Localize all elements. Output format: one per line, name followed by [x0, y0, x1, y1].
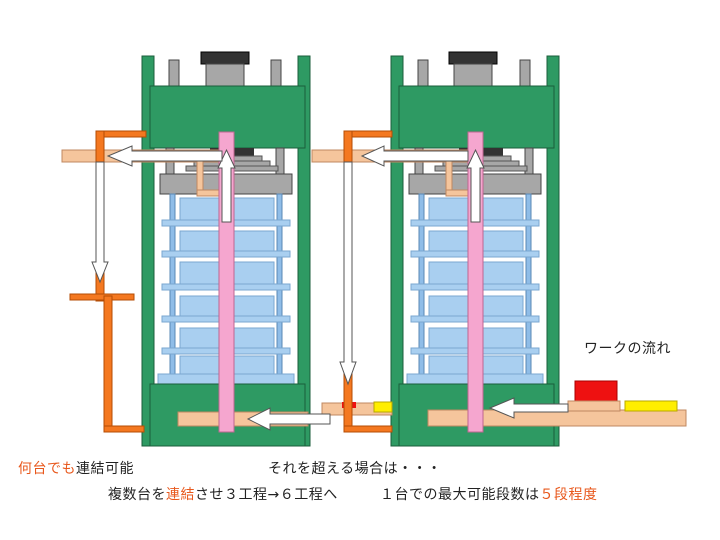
caption-left-line2-a: 複数台を	[108, 487, 166, 503]
caption-left-line1-highlight: 何台でも	[18, 461, 76, 477]
caption-right-line1-text: それを超える場合は・・・	[268, 461, 442, 477]
workpiece-pad	[567, 400, 621, 412]
caption-left-line1-rest: 連結可能	[76, 461, 134, 477]
left-arrow-icon	[106, 145, 223, 167]
guide-bracket	[445, 159, 453, 195]
caption-left-line2-b: させ３工程→６工程へ	[195, 487, 338, 503]
caption-left-line1: 何台でも連結可能	[18, 458, 134, 478]
down-arrow-icon	[339, 161, 357, 386]
press-1-rod	[168, 59, 180, 87]
guide-bracket	[196, 189, 220, 197]
press-2-rod-inner	[524, 147, 534, 177]
transfer-frame-left	[69, 130, 147, 433]
caption-right-line2-a: １台での最大可能段数は	[380, 487, 540, 503]
up-arrow-icon	[466, 148, 485, 223]
left-arrow-icon	[360, 145, 469, 167]
guide-bracket	[196, 159, 204, 195]
workpiece-yellow	[624, 400, 678, 412]
caption-right-line2-highlight: ５段程度	[539, 487, 598, 503]
workpiece-yellow-small	[373, 401, 393, 413]
guide-bracket	[445, 189, 469, 197]
press-1-cylinder	[205, 63, 245, 87]
press-2-rod	[519, 59, 531, 87]
caption-right-line1: それを超える場合は・・・	[268, 458, 442, 478]
press-2-cylinder-cap	[448, 51, 498, 65]
work-flow-label: ワークの流れ	[584, 341, 671, 357]
caption-right-line2: １台での最大可能段数は５段程度	[380, 484, 598, 504]
press-2-cylinder	[453, 63, 493, 87]
press-2-rod	[417, 59, 429, 87]
down-arrow-icon	[91, 161, 109, 284]
press-1-cylinder-cap	[200, 51, 250, 65]
flow-arrows	[91, 145, 569, 431]
left-arrow-icon	[246, 407, 331, 431]
press-1-rod-inner	[275, 147, 285, 177]
press-1-rod	[270, 59, 282, 87]
caption-left-line2-highlight: 連結	[166, 487, 195, 503]
workpiece-red	[574, 380, 618, 404]
left-arrow-icon	[488, 397, 569, 419]
caption-left-line2: 複数台を連結させ３工程→６工程へ	[108, 484, 338, 504]
up-arrow-icon	[217, 148, 236, 223]
